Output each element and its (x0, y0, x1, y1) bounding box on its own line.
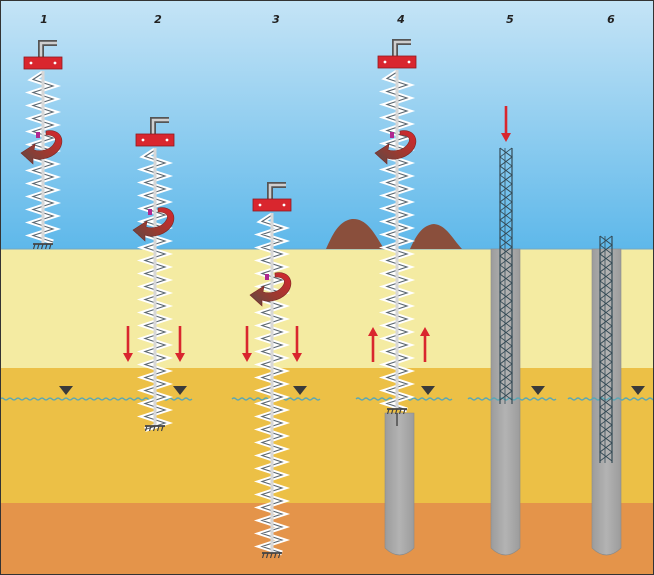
pile-shaft (384, 412, 415, 556)
rotation-marker (148, 209, 152, 215)
auger-head-bolt (407, 60, 411, 64)
water-table-icon (59, 386, 73, 395)
movement-arrows (123, 106, 511, 362)
auger-tooth (269, 552, 273, 559)
rotation-marker (265, 274, 269, 280)
spoil-heap-right (410, 224, 462, 249)
rotation-arrow-shape (374, 130, 417, 165)
auger-head-bolt (53, 61, 57, 65)
water-table-icon (421, 386, 435, 395)
rotation-arrow-shape (249, 272, 292, 307)
down-arrow-icon (175, 353, 185, 362)
up-arrow-icon (368, 327, 378, 336)
rotation-marker (390, 132, 394, 138)
step-label-5: 5 (506, 13, 514, 26)
auger-tooth (36, 243, 40, 250)
water-table-icon (173, 386, 187, 395)
auger-head-bolt (258, 203, 262, 207)
auger-head-bolt (165, 138, 169, 142)
water-line (0, 397, 113, 401)
drive-pipe-highlight (268, 183, 286, 203)
up-arrow-icon (420, 327, 430, 336)
auger-head (377, 55, 417, 69)
sky-layer (0, 0, 654, 249)
cage-spiral (499, 147, 513, 401)
auger-tooth (148, 425, 152, 432)
auger-tooth (273, 552, 277, 559)
drive-pipe-highlight (393, 40, 411, 60)
down-arrow-icon (292, 353, 302, 362)
step-label-6: 6 (607, 13, 615, 26)
step-label-4: 4 (396, 13, 405, 26)
rotation-arrow-shape (132, 207, 175, 242)
auger-step-2 (132, 117, 175, 432)
down-arrow-icon (242, 353, 252, 362)
auger-flight-edge (260, 214, 284, 554)
pile-shaft (490, 248, 521, 556)
spoil-heap-left (326, 218, 384, 249)
auger-head-bolt (383, 60, 387, 64)
step-label-3: 3 (272, 13, 280, 26)
auger-tooth (398, 408, 402, 415)
auger-tooth (48, 243, 52, 250)
auger-tooth (156, 425, 160, 432)
water-table-icon (531, 386, 545, 395)
cage-spiral (499, 147, 513, 401)
lower-soil-layer (0, 503, 654, 575)
auger-head (23, 56, 63, 70)
auger-step-1 (20, 40, 63, 250)
down-arrow-icon (501, 133, 511, 142)
concrete-pile-5 (490, 248, 521, 556)
cage-spiral (599, 235, 613, 462)
rotation-arrow-icon (20, 130, 63, 165)
auger-head-bolt (141, 138, 145, 142)
reinforcement-cage-5 (499, 147, 513, 404)
step-label-1: 1 (40, 13, 48, 26)
auger-head-bolt (282, 203, 286, 207)
drive-pipe-highlight (39, 41, 57, 61)
auger-tooth (44, 243, 48, 250)
rotation-arrow-icon (249, 272, 292, 307)
auger-step-4 (374, 39, 417, 415)
auger-tooth (277, 552, 281, 559)
auger-tooth (394, 408, 398, 415)
auger-tooth (390, 408, 394, 415)
drive-pipe-highlight (151, 118, 169, 138)
auger-tooth (261, 552, 265, 559)
auger-head (252, 198, 292, 212)
rotation-arrow-icon (374, 130, 417, 165)
rotation-marker (36, 132, 40, 138)
auger-tooth (144, 425, 148, 432)
upper-soil-layer (0, 249, 654, 368)
auger-tooth (160, 425, 164, 432)
auger-tooth (402, 408, 406, 415)
auger-tooth (40, 243, 44, 250)
auger-tooth (265, 552, 269, 559)
auger-tooth (386, 408, 390, 415)
middle-soil-layer (0, 368, 654, 503)
auger-flight-edge (385, 71, 409, 411)
auger-tooth (152, 425, 156, 432)
water-table-icon (631, 386, 645, 395)
water-table-icon (293, 386, 307, 395)
auger-tooth (32, 243, 36, 250)
auger-step-3 (249, 182, 292, 559)
step-label-2: 2 (154, 13, 162, 26)
auger-head (135, 133, 175, 147)
rotation-arrow-icon (132, 207, 175, 242)
auger-head-bolt (29, 61, 33, 65)
reinforcement-cage-6 (599, 235, 613, 463)
rotation-arrow-shape (20, 130, 63, 165)
down-arrow-icon (123, 353, 133, 362)
concrete-pile-4 (384, 412, 415, 556)
